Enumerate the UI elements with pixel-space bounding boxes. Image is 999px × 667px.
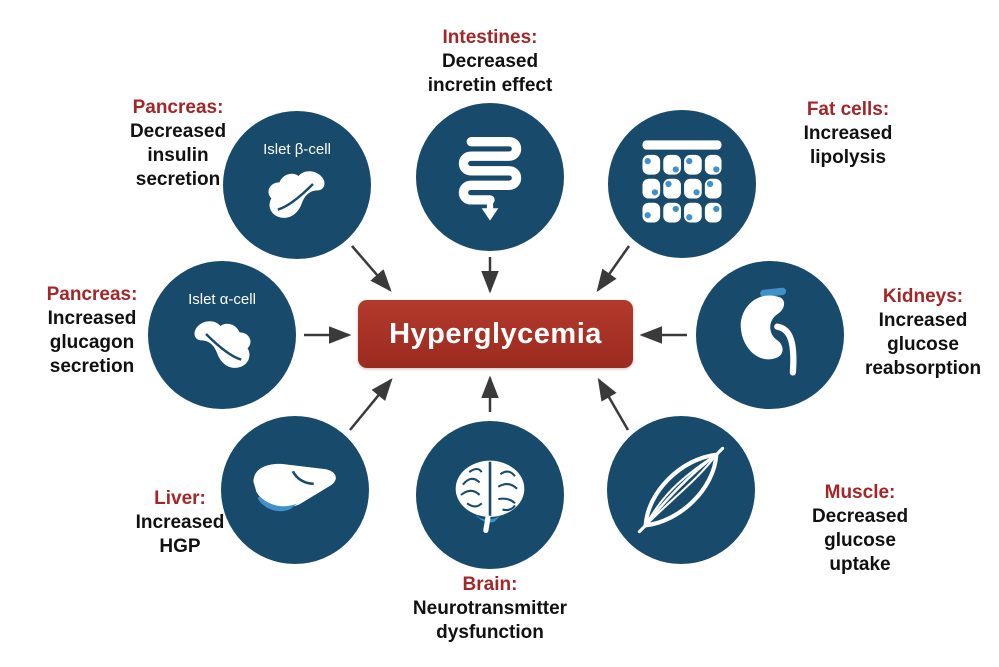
node-fat-cells-circle bbox=[608, 110, 756, 258]
organ-name: Fat cells: bbox=[806, 99, 890, 120]
organ-effect: Decreased incretin effect bbox=[427, 51, 553, 96]
node-intestines-circle bbox=[416, 103, 564, 251]
organ-effect: Increased HGP bbox=[135, 512, 225, 557]
organ-effect: Neurotransmitter dysfunction bbox=[412, 598, 568, 643]
islet-alpha-caption: Islet α-cell bbox=[188, 290, 256, 308]
label-muscle: Muscle: Decreased glucose uptake bbox=[775, 481, 945, 577]
organ-name: Muscle: bbox=[824, 482, 896, 503]
organ-name: Pancreas: bbox=[132, 97, 224, 118]
intestines-icon bbox=[458, 136, 522, 221]
node-pancreas-beta-circle: Islet β-cell bbox=[223, 111, 371, 259]
center-label: Hyperglycemia bbox=[389, 317, 602, 350]
organ-effect: Decreased insulin secretion bbox=[129, 121, 227, 190]
pancreas-icon bbox=[194, 320, 251, 368]
arrow-from-liver bbox=[349, 378, 393, 431]
organ-name: Intestines: bbox=[442, 27, 538, 48]
pancreas-icon bbox=[268, 170, 325, 218]
label-liver: Liver: Increased HGP bbox=[105, 487, 255, 559]
organ-name: Brain: bbox=[462, 574, 518, 595]
label-pancreas-alpha: Pancreas: Increased glucagon secretion bbox=[12, 283, 172, 379]
arrow-from-pancreas-beta bbox=[351, 245, 392, 292]
center-hyperglycemia-box: Hyperglycemia bbox=[358, 300, 633, 368]
organ-effect: Decreased glucose uptake bbox=[811, 506, 909, 575]
muscle-icon bbox=[637, 446, 725, 534]
organ-effect: Increased glucagon secretion bbox=[47, 308, 137, 377]
brain-icon bbox=[455, 460, 525, 533]
node-pancreas-alpha-circle: Islet α-cell bbox=[148, 261, 296, 409]
arrow-from-muscle bbox=[597, 377, 630, 431]
node-muscle-circle bbox=[607, 416, 755, 564]
organ-name: Liver: bbox=[154, 488, 206, 509]
organ-name: Kidneys: bbox=[882, 286, 964, 307]
arrow-from-fat-cells bbox=[596, 245, 631, 293]
organ-name: Pancreas: bbox=[46, 284, 138, 305]
islet-beta-caption: Islet β-cell bbox=[263, 140, 331, 158]
fat-cells-icon bbox=[642, 140, 722, 223]
label-fat-cells: Fat cells: Increased lipolysis bbox=[763, 98, 933, 170]
node-liver-circle bbox=[221, 416, 369, 564]
node-kidneys-circle bbox=[696, 261, 844, 409]
liver-icon bbox=[253, 463, 336, 512]
label-kidneys: Kidneys: Increased glucose reabsorption bbox=[843, 285, 999, 381]
organ-effect: Increased glucose reabsorption bbox=[864, 310, 982, 379]
label-brain: Brain: Neurotransmitter dysfunction bbox=[385, 573, 595, 645]
organ-effect: Increased lipolysis bbox=[803, 123, 893, 168]
kidney-icon bbox=[740, 287, 797, 376]
label-pancreas-beta: Pancreas: Decreased insulin secretion bbox=[93, 96, 263, 192]
node-brain-circle bbox=[416, 421, 564, 569]
label-intestines: Intestines: Decreased incretin effect bbox=[390, 26, 590, 98]
